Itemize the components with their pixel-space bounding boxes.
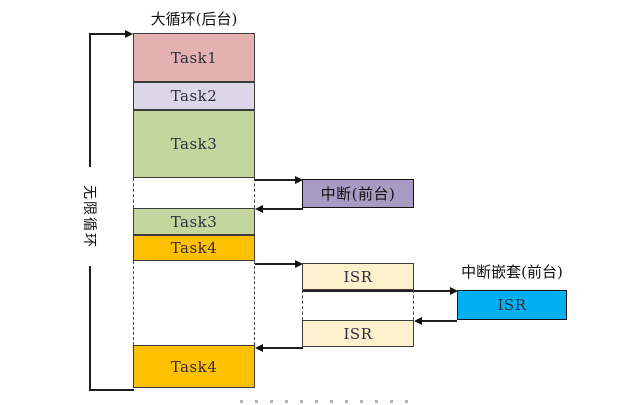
interrupt-call-arrow-icon	[295, 176, 303, 184]
loop-top-line	[89, 33, 127, 35]
interrupt-return-line	[258, 208, 303, 210]
task3-box: Task3	[133, 110, 255, 178]
interrupt-return-arrow-icon	[255, 205, 263, 213]
task4-box: Task4	[133, 235, 255, 261]
big-loop-title: 大循环(后台)	[150, 10, 238, 28]
isr-call-line	[255, 263, 301, 265]
nested-call-arrow-icon	[450, 287, 458, 295]
interrupt-call-line	[255, 179, 301, 181]
interrupt-box: 中断(前台)	[302, 179, 414, 208]
cropped-caption-remnant	[240, 400, 410, 403]
task1-box: Task1	[133, 33, 255, 82]
nested-isr-box: ISR	[457, 290, 567, 320]
nested-return-arrow-icon	[414, 317, 422, 325]
nested-return-line	[417, 320, 457, 322]
loop-left-line-lower	[89, 266, 91, 390]
task2-box: Task2	[133, 82, 255, 110]
isr-call-arrow-icon	[295, 260, 303, 268]
stack-gap2-right-dash	[254, 261, 255, 345]
loop-bottom-line	[89, 389, 134, 391]
isr1-box: ISR	[302, 263, 414, 290]
loop-left-line-upper	[89, 33, 91, 167]
stack-gap1-right-dash	[254, 178, 255, 208]
isr-return-line	[258, 347, 303, 349]
isr-gap-left-dash	[302, 290, 303, 320]
nested-interrupt-title: 中断嵌套(前台)	[461, 263, 563, 281]
task3-resume-box: Task3	[133, 208, 255, 235]
infinite-loop-label: 无限循环	[81, 185, 97, 249]
nested-call-line	[302, 290, 454, 292]
stack-gap1-left-dash	[133, 178, 134, 208]
stack-gap2-left-dash	[133, 261, 134, 345]
isr-return-arrow-icon	[255, 344, 263, 352]
isr-gap-right-dash	[413, 290, 414, 320]
loop-arrow-head-icon	[125, 30, 133, 38]
isr2-box: ISR	[302, 320, 414, 347]
task4-resume-box: Task4	[133, 345, 255, 388]
